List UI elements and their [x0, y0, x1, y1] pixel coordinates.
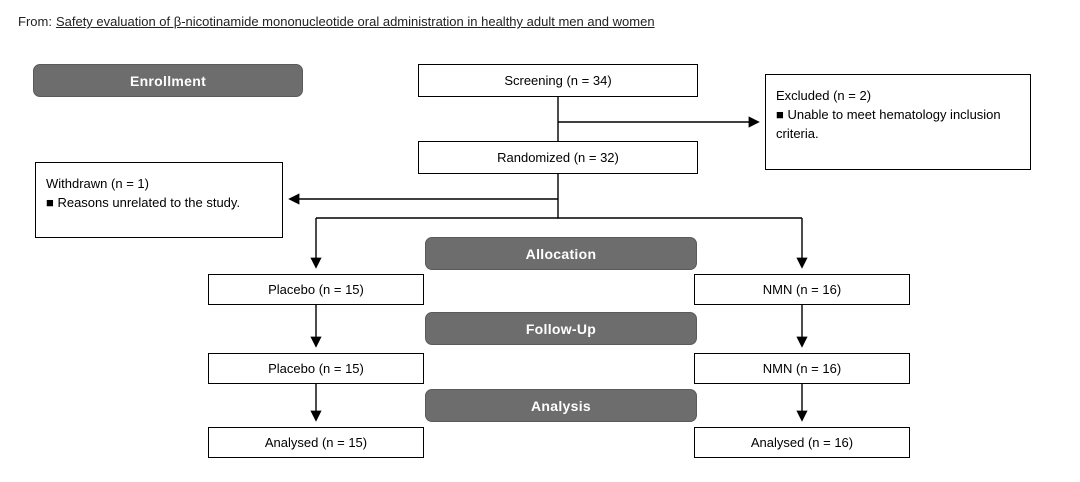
stage-analysis: Analysis — [425, 389, 697, 422]
excluded-reason: ■ Unable to meet hematology inclusion cr… — [776, 106, 1001, 141]
withdrawn-title: Withdrawn (n = 1) — [46, 176, 149, 191]
nmn-allocation-box: NMN (n = 16) — [694, 274, 910, 305]
source-prefix: From: — [18, 14, 52, 29]
source-article-link[interactable]: Safety evaluation of β-nicotinamide mono… — [55, 14, 655, 29]
nmn-followup-box: NMN (n = 16) — [694, 353, 910, 384]
screening-box: Screening (n = 34) — [418, 64, 698, 97]
excluded-title: Excluded (n = 2) — [776, 88, 872, 103]
analysed-nmn-box: Analysed (n = 16) — [694, 427, 910, 458]
analysed-placebo-box: Analysed (n = 15) — [208, 427, 424, 458]
withdrawn-box: Withdrawn (n = 1) ■ Reasons unrelated to… — [35, 162, 283, 238]
excluded-box: Excluded (n = 2) ■ Unable to meet hemato… — [765, 74, 1031, 170]
source-line: From:Safety evaluation of β-nicotinamide… — [18, 14, 655, 29]
withdrawn-reason: ■ Reasons unrelated to the study. — [46, 194, 241, 210]
randomized-box: Randomized (n = 32) — [418, 141, 698, 174]
placebo-allocation-box: Placebo (n = 15) — [208, 274, 424, 305]
stage-allocation: Allocation — [425, 237, 697, 270]
stage-followup: Follow-Up — [425, 312, 697, 345]
stage-enrollment: Enrollment — [33, 64, 303, 97]
placebo-followup-box: Placebo (n = 15) — [208, 353, 424, 384]
